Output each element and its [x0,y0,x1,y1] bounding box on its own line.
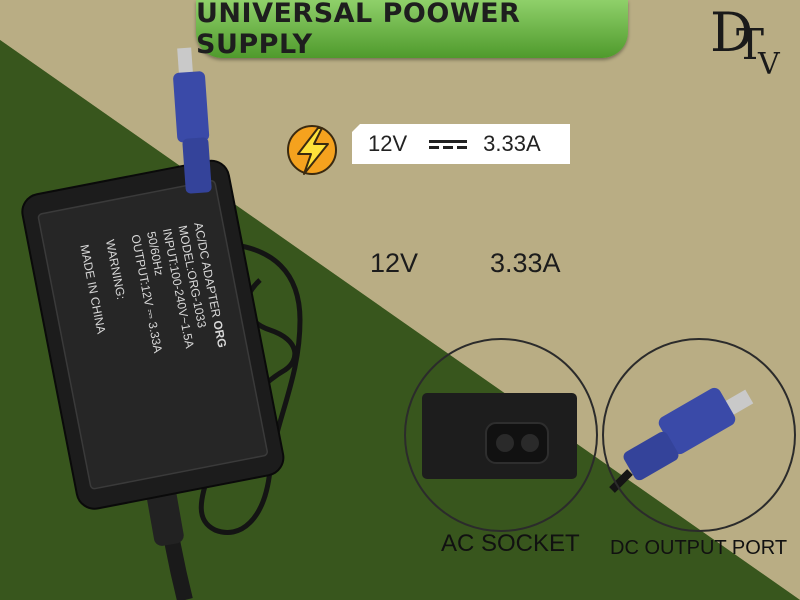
title-banner: UNIVERSAL POOWER SUPPLY [196,0,628,60]
adapter-brand: ORG [210,319,230,349]
ac-socket-circle [404,338,598,532]
logo-letter-v: V [758,47,780,82]
logo-letter-t: T [736,20,765,69]
logo-letter-d: D [710,1,754,64]
lightning-icon [287,125,337,175]
page-title: UNIVERSAL POOWER SUPPLY [196,0,521,60]
dc-symbol-icon [429,137,468,151]
dc-port-caption: DC OUTPUT PORT [610,537,788,559]
spec-current: 3.33A [483,131,541,156]
mid-voltage: 12V [370,248,419,278]
ac-socket-caption: AC SOCKET [441,530,580,557]
mid-current: 3.33A [490,248,561,278]
spec-voltage: 12V [368,131,408,156]
dc-port-circle [602,338,796,532]
adapter-warning: WARNING: [102,238,129,301]
spec-box: 12V 3.33A [352,124,570,164]
dtv-logo: D T V [708,6,786,90]
